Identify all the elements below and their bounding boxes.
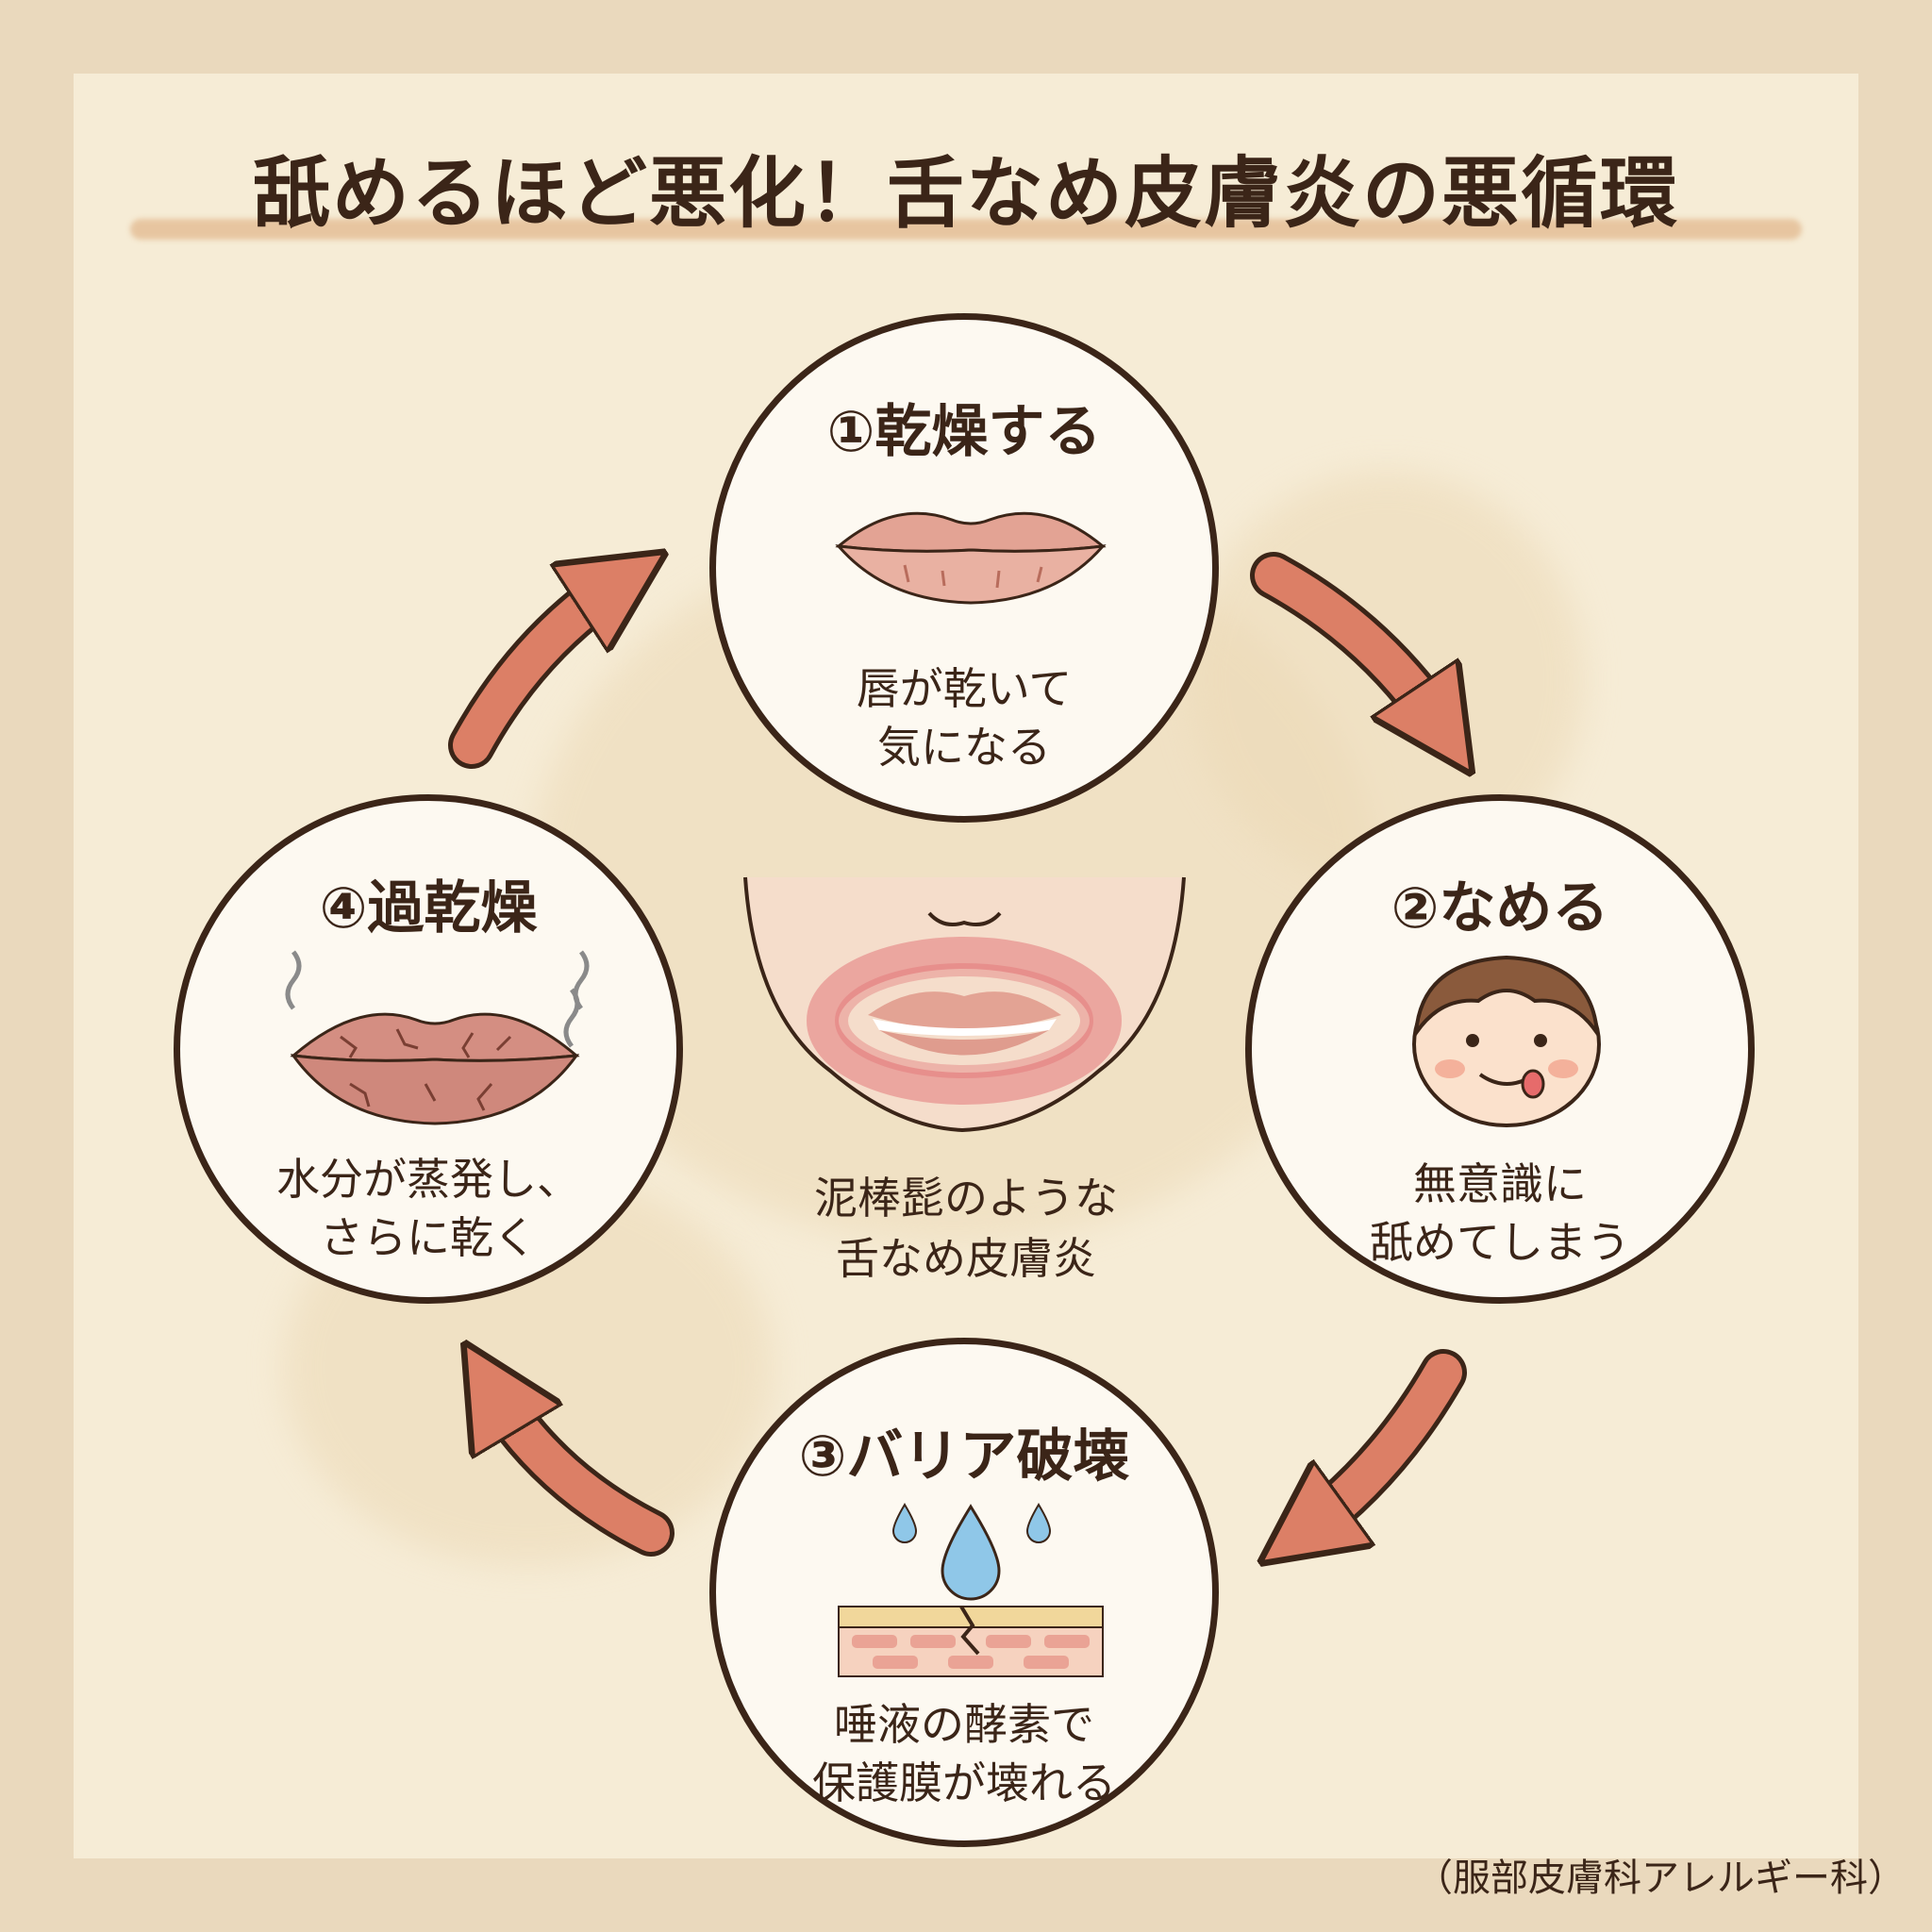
step-1-desc-line-2: 気になる [877,722,1051,773]
cycle-arrow-icon [491,1387,670,1552]
step-4-label: ④過乾燥 [319,875,538,941]
cycle-arrow-icon [1302,1354,1462,1533]
cracked-lips-icon [285,950,590,1125]
step-1-circle: ①乾燥する 唇が乾いて 気になる [709,313,1219,823]
step-3-label: ③バリア破壊 [798,1424,1130,1490]
step-3-desc-line-1: 唾液の酵素で [834,1699,1094,1750]
step-2-label: ②なめる [1391,875,1609,941]
skin-barrier-icon [838,1503,1104,1677]
step-4-circle: ④過乾燥 水分が蒸発し、 さらに乾く [174,794,683,1304]
title-underline [130,219,1802,240]
step-4-desc-line-1: 水分が蒸発し、 [276,1154,580,1205]
center-caption-line-1: 泥棒髭のような [814,1173,1118,1224]
child-licking-face-icon [1412,955,1601,1127]
step-4-desc-line-2: さらに乾く [320,1212,537,1263]
step-1-label: ①乾燥する [826,399,1102,465]
source-credit: （服部皮膚科アレルギー科） [1415,1857,1906,1900]
cycle-arrow-icon [1255,557,1443,731]
cycle-arrow-icon [453,580,623,764]
center-caption: 泥棒髭のような 舌なめ皮膚炎 [730,1168,1202,1289]
center-caption-line-2: 舌なめ皮膚炎 [836,1233,1096,1284]
step-1-desc-line-1: 唇が乾いて [856,663,1073,714]
step-2-desc-line-2: 舐めてしまう [1370,1217,1630,1268]
dry-lips-icon [835,511,1107,605]
step-3-circle: ③バリア破壊 唾液の酵素で 保護膜が壊れる [709,1338,1219,1847]
step-3-desc-line-2: 保護膜が壊れる [812,1757,1116,1808]
page-title: 舐めるほど悪化！舌なめ皮膚炎の悪循環 [252,149,1679,239]
step-2-desc-line-1: 無意識に [1413,1158,1587,1209]
step-2-circle: ②なめる 無意識に 舐めてしまう [1245,794,1755,1304]
